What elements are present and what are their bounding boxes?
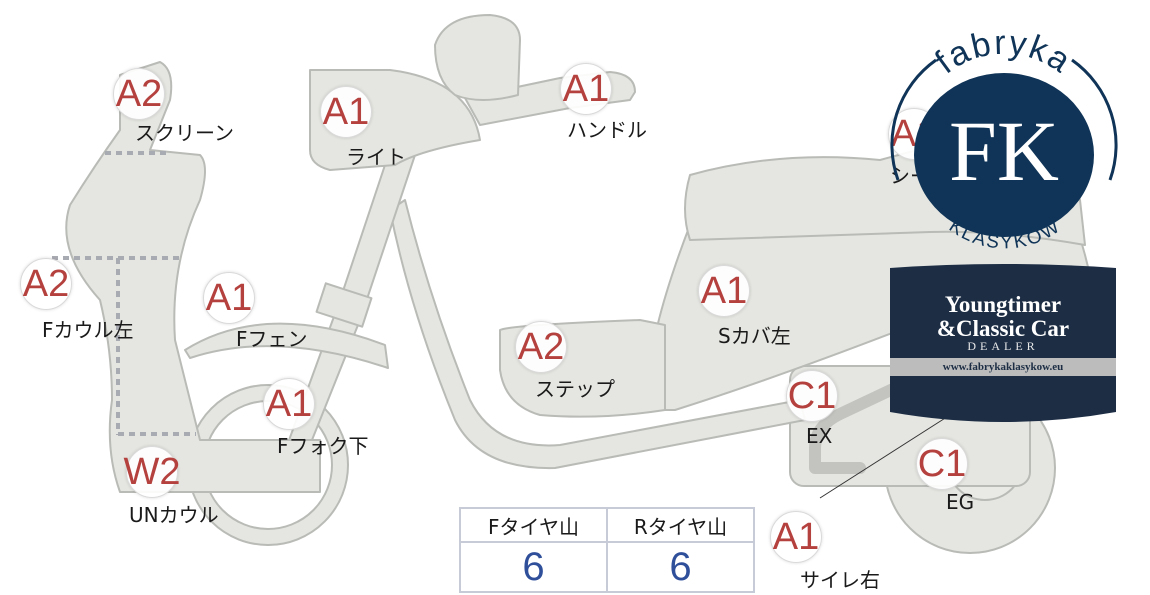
grade-badge-handle: A1 [560,63,612,115]
front-fender [184,322,389,369]
grade-badge-f-fender: A1 [203,272,255,324]
fabryka-klasykow-logo: fabryka FK KLASYKÓW [890,30,1118,254]
dealer-line-dealer: DEALER [967,339,1039,353]
grade-badge-f-cowl-left: A2 [20,258,72,310]
windscreen-top [434,14,521,101]
grade-badge-engine: C1 [916,438,968,490]
part-label-f-fork-lower: Fフォク下 [277,434,369,458]
grade-badge-screen: A2 [113,68,165,120]
front-cowl [65,61,321,493]
grade-badge-under-cowl: W2 [124,446,181,498]
dealer-line-classic-car: &Classic Car [936,316,1070,341]
dealer-badge-shape [890,264,1116,422]
part-label-f-cowl-left: Fカウル左 [42,318,134,342]
grade-badge-light: A1 [320,86,372,138]
tire-tread-table: Fタイヤ山 Rタイヤ山 6 6 [459,507,755,593]
pointer-line [819,414,951,499]
part-label-light: ライト [346,145,406,169]
rear-tire-header: Rタイヤ山 [606,507,755,543]
dealer-line-youngtimer: Youngtimer [944,292,1062,317]
part-label-silencer-right: サイレ右 [800,568,880,592]
part-label-screen: スクリーン [135,121,234,145]
grade-badge-step: A2 [515,321,567,373]
part-label-engine: EG [946,490,975,514]
part-label-s-cover-left: Sカバ左 [718,324,791,348]
part-label-under-cowl: UNカウル [129,503,219,527]
part-label-step: ステップ [535,377,615,401]
rear-tire-value: 6 [606,541,755,593]
frame [389,199,806,470]
grade-badge-silencer-right: A1 [770,511,822,563]
logo-letters: FK [949,103,1059,199]
grade-badge-f-fork-lower: A1 [263,378,315,430]
grade-badge-exhaust: C1 [786,370,838,422]
front-tire-value: 6 [459,541,608,593]
part-label-f-fender: Fフェン [236,327,308,351]
dealer-url[interactable]: www.fabrykaklasykow.eu [942,361,1064,373]
grade-badge-s-cover-left: A1 [698,265,750,317]
front-tire-header: Fタイヤ山 [459,507,608,543]
fork-clamp [315,282,373,328]
dealer-badge: Youngtimer &Classic Car DEALER www.fabry… [890,262,1116,424]
part-label-exhaust: EX [806,424,833,448]
exhaust-pipe [809,382,901,474]
part-label-handle: ハンドル [567,118,647,142]
